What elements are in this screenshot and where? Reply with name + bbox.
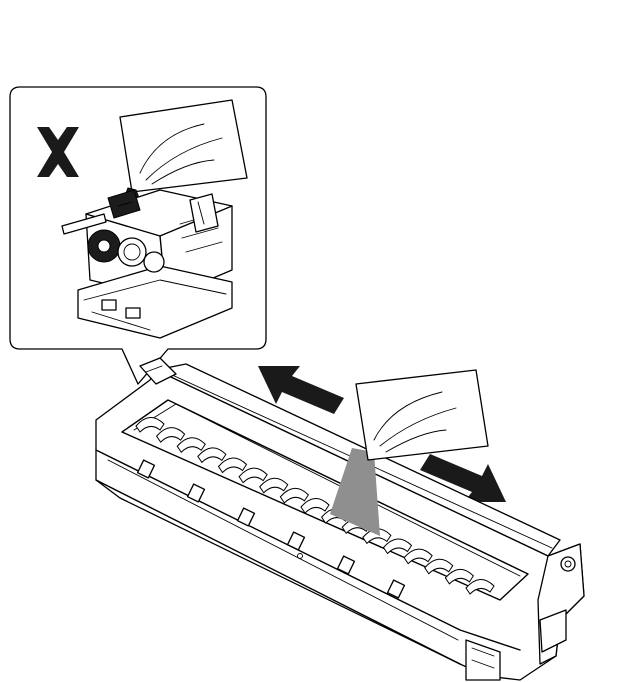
trough-fin — [217, 457, 248, 474]
trough-fin — [176, 437, 206, 454]
arrow-down-right-icon — [420, 454, 506, 502]
trough-fin — [382, 538, 413, 555]
cross-icon — [37, 127, 79, 177]
trough-fin — [424, 558, 454, 575]
trough-fin — [155, 427, 186, 443]
trough-fin — [279, 487, 310, 504]
trough-fin — [403, 548, 433, 565]
trough-fin — [259, 477, 289, 494]
arrow-up-left-icon — [258, 366, 344, 414]
main-cloth-sheet — [355, 369, 489, 461]
callout-mechanism — [61, 189, 233, 339]
main-unit — [95, 357, 585, 681]
trough-fin — [465, 579, 495, 595]
spray-shade — [330, 448, 380, 536]
trough-fin — [197, 447, 227, 464]
trough-fin — [135, 417, 165, 433]
trough-fin — [238, 467, 268, 484]
trough-fin — [300, 498, 330, 514]
trough-fin — [444, 568, 475, 585]
